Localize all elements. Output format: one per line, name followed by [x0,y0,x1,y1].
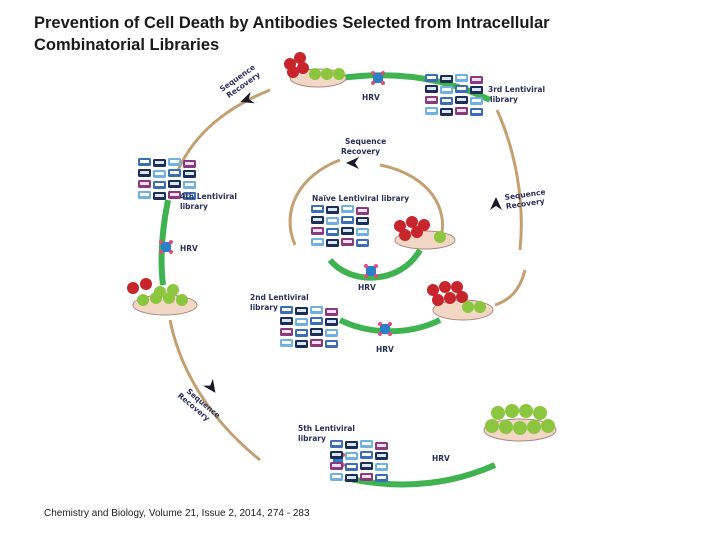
label-fourth-lib-2: library [180,202,208,211]
inner-tan-arc-left [288,158,341,246]
label-hrv-left: HRV [180,244,198,253]
dish-center [394,216,456,250]
outer-tan-arc-bottom-left [168,319,261,462]
label-seq-recovery-center-1: Sequence [345,137,386,146]
label-third-lib-1: 3rd Lentiviral [488,85,545,94]
label-seq-recovery-center-2: Recovery [341,147,380,156]
label-hrv-mid: HRV [376,345,394,354]
arrow-right-icon [490,197,502,210]
citation: Chemistry and Biology, Volume 21, Issue … [44,508,310,519]
dish-right [427,281,494,321]
label-third-lib-2: library [490,95,518,104]
label-fifth-lib-1: 5th Lentiviral [298,424,355,433]
library-icon-naive [311,205,369,247]
figure-title: Prevention of Cell Death by Antibodies S… [34,14,550,54]
dish-top [284,52,347,88]
label-seq-recovery-right: Sequence Recovery [504,187,546,211]
outer-tan-arc-right [495,109,523,251]
virus-icon-mid [378,322,392,336]
library-icon-second [280,306,338,348]
label-hrv-bottom: HRV [432,454,450,463]
outer-tan-arc-left [174,88,271,176]
label-hrv-top: HRV [362,93,380,102]
label-fourth-lib-1: 4th Lentiviral [180,192,237,201]
arrow-bottom-left-icon [203,378,221,397]
arrow-center-icon [346,157,359,169]
inner-tan-arc-right [379,163,444,241]
dish-left [127,278,198,316]
label-second-lib-1: 2nd Lentiviral [250,293,309,302]
virus-icon-top [371,71,385,85]
label-fifth-lib-2: library [298,434,326,443]
label-second-lib-2: library [250,303,278,312]
outer-green-arc-bottom [344,462,497,488]
middle-tan-arc-right [494,269,527,307]
label-hrv-center: HRV [358,283,376,292]
dish-bottom-right [483,404,557,442]
label-naive-lib: Naïve Lentiviral library [312,194,409,203]
virus-icon-left [159,240,173,254]
virus-icon-center [364,264,378,278]
